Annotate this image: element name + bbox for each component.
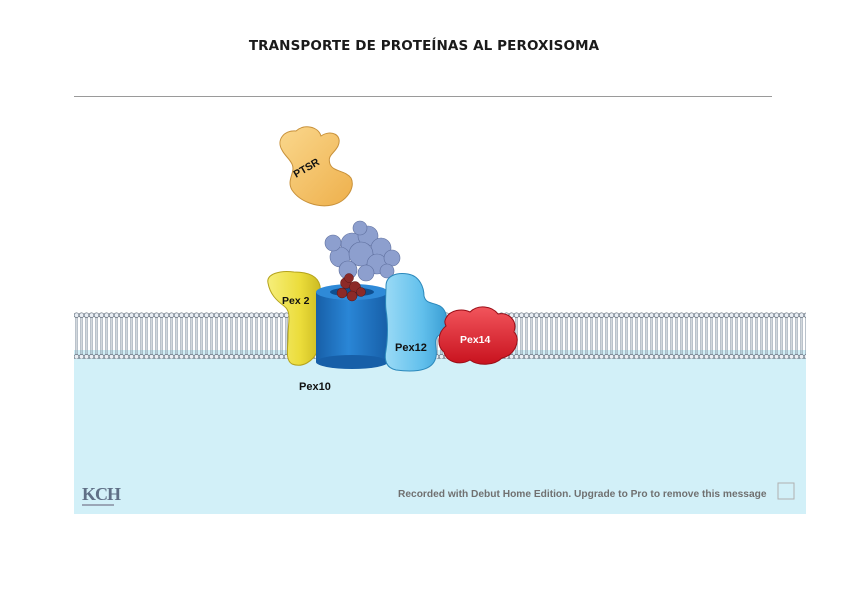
kch-logo: KCH: [82, 484, 122, 506]
cargo-protein: [324, 220, 401, 282]
pex10-label: Pex10: [299, 381, 331, 393]
kch-logo-text: KCH: [82, 484, 121, 504]
peroxisome-lumen: [74, 350, 806, 514]
pex14-label: Pex14: [460, 334, 491, 346]
pex2-label: Pex 2: [282, 295, 310, 307]
pex12-label: Pex12: [395, 342, 427, 354]
ptsr-receptor: PTSR: [279, 126, 353, 207]
watermark-icon: [777, 482, 795, 500]
pex14-protein: Pex14: [438, 306, 518, 365]
title-divider: [74, 96, 772, 97]
pex12-protein: Pex12: [384, 273, 447, 372]
page-title: TRANSPORTE DE PROTEÍNAS AL PEROXISOMA: [248, 38, 600, 54]
watermark-text: Recorded with Debut Home Edition. Upgrad…: [398, 489, 767, 500]
pts-signal-peptide: [336, 273, 366, 302]
